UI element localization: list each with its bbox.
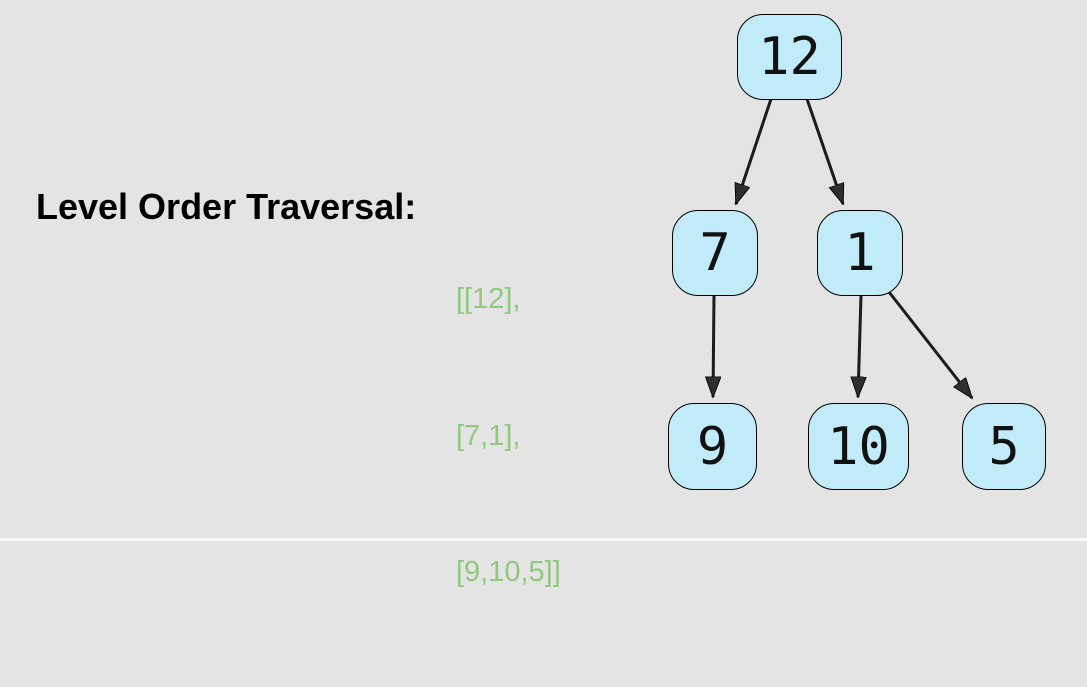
tree-node-12: 12 xyxy=(737,14,842,100)
tree-node-9: 9 xyxy=(668,403,757,490)
edge-1-10 xyxy=(858,294,861,397)
tree-node-label: 7 xyxy=(699,223,731,283)
tree-node-1: 1 xyxy=(817,210,903,296)
edge-7-9 xyxy=(713,294,714,397)
tree-node-label: 12 xyxy=(758,27,821,87)
tree-node-5: 5 xyxy=(962,403,1046,490)
edge-12-1 xyxy=(805,98,845,204)
page-title: Level Order Traversal: xyxy=(36,186,417,227)
tree-node-label: 9 xyxy=(696,416,729,477)
traversal-line-1: [[12], xyxy=(456,283,521,315)
edge-1-5 xyxy=(887,291,974,398)
traversal-line-3: [9,10,5]] xyxy=(456,556,561,588)
traversal-result: [[12], [7,1], [9,10,5]] xyxy=(456,186,561,687)
tree-node-label: 5 xyxy=(988,416,1020,477)
tree-node-label: 10 xyxy=(827,416,890,477)
tree-node-label: 1 xyxy=(844,223,876,283)
diagram-canvas: Level Order Traversal: [[12], [7,1], [9,… xyxy=(0,14,1087,588)
tree-node-7: 7 xyxy=(672,210,758,296)
edge-12-7 xyxy=(734,98,773,204)
traversal-line-2: [7,1], xyxy=(456,419,521,452)
tree-node-10: 10 xyxy=(808,403,909,490)
window-bottom-edge xyxy=(0,538,1087,541)
